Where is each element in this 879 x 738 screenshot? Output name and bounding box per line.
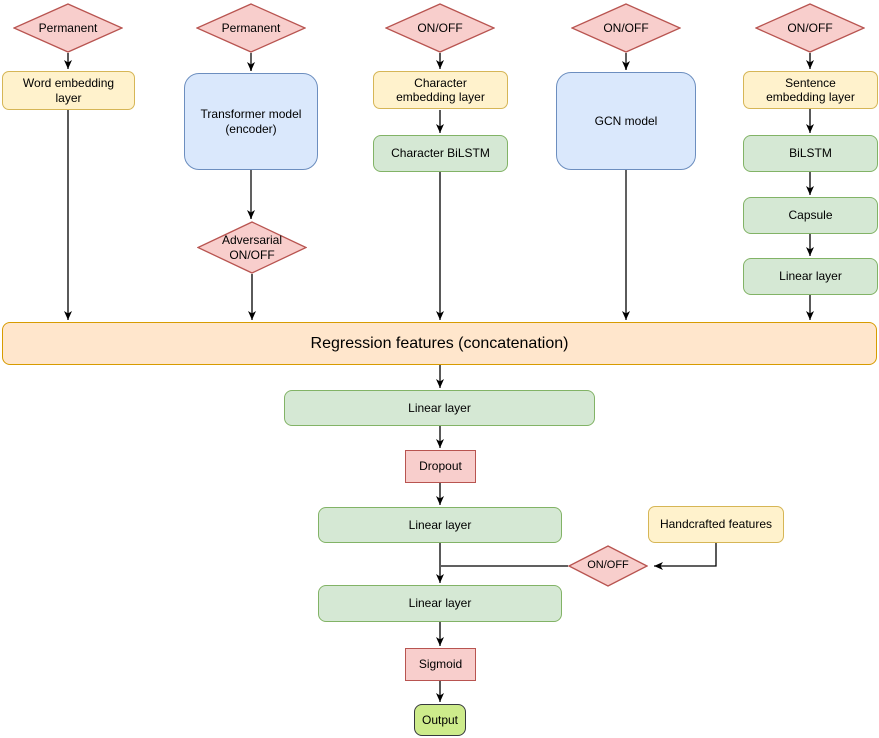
diamond-onoff-character: ON/OFF <box>385 3 495 53</box>
node-regression-features-bar: Regression features (concatenation) <box>2 322 877 365</box>
diamond-label: ON/OFF <box>417 20 463 35</box>
diamond-label: ON/OFF <box>587 559 629 572</box>
node-label: Character BiLSTM <box>391 146 490 161</box>
diamond-permanent-transformer: Permanent <box>196 3 306 53</box>
node-transformer-model: Transformer model (encoder) <box>184 73 318 170</box>
node-label: Sentence embedding layer <box>766 75 855 104</box>
node-label: Handcrafted features <box>659 517 773 532</box>
diamond-onoff-sentence: ON/OFF <box>755 3 865 53</box>
node-label: Dropout <box>419 459 462 474</box>
node-capsule: Capsule <box>743 197 878 234</box>
node-character-bilstm: Character BiLSTM <box>373 135 508 172</box>
diamond-label: ON/OFF <box>603 20 649 35</box>
diamond-label: ON/OFF <box>787 20 833 35</box>
diamond-adversarial-onoff: Adversarial ON/OFF <box>197 221 307 274</box>
node-label: Transformer model (encoder) <box>200 107 302 136</box>
node-label: Capsule <box>788 208 833 223</box>
node-output: Output <box>414 704 466 736</box>
node-label: Regression features (concatenation) <box>310 334 569 352</box>
node-label: Output <box>421 712 459 727</box>
node-dropout: Dropout <box>405 450 476 483</box>
node-label: Sigmoid <box>418 657 463 672</box>
node-label: Linear layer <box>408 517 472 532</box>
node-linear-layer-3: Linear layer <box>318 585 562 622</box>
node-label: GCN model <box>594 113 658 128</box>
node-linear-layer-sentence: Linear layer <box>743 258 878 295</box>
diamond-onoff-handcrafted: ON/OFF <box>568 545 648 587</box>
diamond-label: Permanent <box>221 20 281 35</box>
node-bilstm: BiLSTM <box>743 135 878 172</box>
node-handcrafted-features: Handcrafted features <box>648 506 784 543</box>
diamond-label: Adversarial ON/OFF <box>221 233 283 262</box>
diamond-onoff-gcn: ON/OFF <box>571 3 681 53</box>
node-label: Character embedding layer <box>396 75 485 104</box>
node-label: Linear layer <box>779 269 842 284</box>
node-label: Word embedding layer <box>22 76 115 105</box>
node-sentence-embedding-layer: Sentence embedding layer <box>743 71 878 109</box>
node-sigmoid: Sigmoid <box>405 648 476 681</box>
node-label: Linear layer <box>408 400 471 415</box>
diamond-permanent-word: Permanent <box>13 3 123 53</box>
node-word-embedding-layer: Word embedding layer <box>2 71 135 110</box>
node-linear-layer-2: Linear layer <box>318 507 562 543</box>
node-gcn-model: GCN model <box>556 72 696 170</box>
diamond-label: Permanent <box>38 20 98 35</box>
node-linear-layer-1: Linear layer <box>284 390 595 426</box>
node-label: Linear layer <box>408 596 472 611</box>
node-character-embedding-layer: Character embedding layer <box>373 71 508 109</box>
node-label: BiLSTM <box>789 146 832 161</box>
